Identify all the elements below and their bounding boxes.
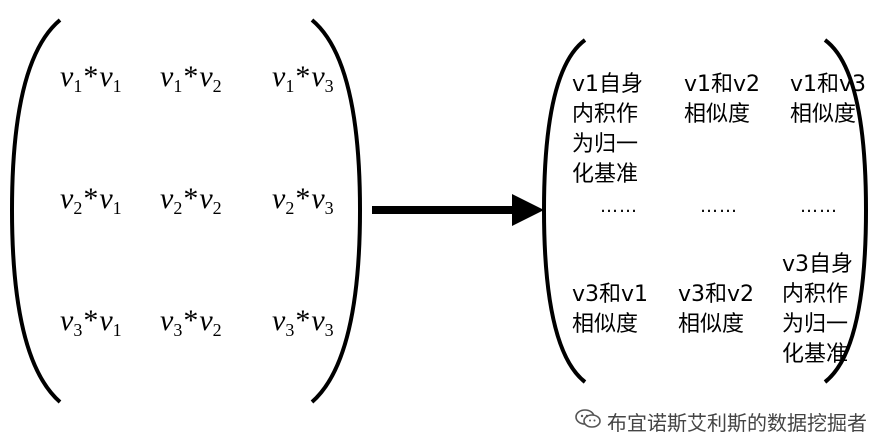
factor-b-index: 1 xyxy=(112,198,122,218)
right-cell-bottom-left: v3和v1 相似度 xyxy=(572,280,648,340)
factor-a-index: 1 xyxy=(173,76,183,96)
factor-a-index: 1 xyxy=(285,76,295,96)
factor-b: v xyxy=(99,304,113,337)
factor-b: v xyxy=(199,304,213,337)
factor-b: v xyxy=(199,182,213,215)
cell-line: 相似度 xyxy=(790,102,857,127)
operator: * xyxy=(83,304,99,337)
operator: * xyxy=(183,304,199,337)
factor-b: v xyxy=(99,60,113,93)
matrix-cell-3-3: v3*v3 xyxy=(272,304,334,340)
factor-b-index: 1 xyxy=(112,76,122,96)
factor-a-index: 3 xyxy=(285,320,295,340)
watermark: 布宜诺斯艾利斯的数据挖掘者 xyxy=(575,407,867,436)
wechat-icon xyxy=(575,408,601,435)
factor-b-index: 2 xyxy=(212,320,222,340)
factor-a-index: 3 xyxy=(73,320,83,340)
right-cell-top-mid: v1和v2 相似度 xyxy=(684,70,760,130)
matrix-cell-2-2: v2*v2 xyxy=(160,182,222,218)
cell-line: v3和v1 xyxy=(572,282,649,307)
factor-a: v xyxy=(160,182,174,215)
factor-b-index: 3 xyxy=(324,320,334,340)
factor-b-index: 1 xyxy=(112,320,122,340)
operator: * xyxy=(295,304,311,337)
matrix-cell-3-1: v3*v1 xyxy=(60,304,122,340)
cell-line: v1自身 xyxy=(572,72,644,97)
left-matrix-left-bracket xyxy=(9,18,62,404)
right-cell-bottom-mid: v3和v2 相似度 xyxy=(678,280,754,340)
factor-b-index: 3 xyxy=(324,198,334,218)
watermark-text: 布宜诺斯艾利斯的数据挖掘者 xyxy=(607,411,867,435)
operator: * xyxy=(183,60,199,93)
cell-line: v3自身 xyxy=(782,252,854,277)
operator: * xyxy=(295,60,311,93)
ellipsis-mid: …… xyxy=(700,196,738,217)
factor-b: v xyxy=(99,182,113,215)
factor-a: v xyxy=(272,60,286,93)
cell-line: 为归一 xyxy=(782,312,849,337)
ellipsis-right: …… xyxy=(800,196,838,217)
matrix-cell-3-2: v3*v2 xyxy=(160,304,222,340)
cell-line: 为归一 xyxy=(572,132,639,157)
matrix-cell-1-1: v1*v1 xyxy=(60,60,122,96)
operator: * xyxy=(183,182,199,215)
matrix-cell-1-3: v1*v3 xyxy=(272,60,334,96)
factor-a-index: 3 xyxy=(173,320,183,340)
factor-a: v xyxy=(60,304,74,337)
factor-b-index: 2 xyxy=(212,198,222,218)
factor-b: v xyxy=(311,304,325,337)
factor-b-index: 2 xyxy=(212,76,222,96)
factor-a: v xyxy=(160,60,174,93)
factor-a: v xyxy=(272,182,286,215)
factor-b: v xyxy=(199,60,213,93)
factor-a-index: 2 xyxy=(285,198,295,218)
cell-line: v1和v3 xyxy=(790,72,867,97)
cell-line: 相似度 xyxy=(684,102,751,127)
factor-a-index: 2 xyxy=(173,198,183,218)
ellipsis-left: …… xyxy=(600,196,638,217)
matrix-cell-1-2: v1*v2 xyxy=(160,60,222,96)
factor-b-index: 3 xyxy=(324,76,334,96)
matrix-cell-2-1: v2*v1 xyxy=(60,182,122,218)
cell-line: 相似度 xyxy=(678,312,745,337)
right-cell-bottom-right: v3自身内积作为归一化基准 xyxy=(782,250,853,370)
left-matrix-right-bracket xyxy=(310,18,363,404)
factor-b: v xyxy=(311,182,325,215)
operator: * xyxy=(83,60,99,93)
factor-a: v xyxy=(60,60,74,93)
factor-a-index: 2 xyxy=(73,198,83,218)
matrix-cell-2-3: v2*v3 xyxy=(272,182,334,218)
operator: * xyxy=(295,182,311,215)
cell-line: 内积作 xyxy=(782,282,849,307)
cell-line: 内积作 xyxy=(572,102,639,127)
cell-line: 化基准 xyxy=(572,162,639,187)
factor-a: v xyxy=(272,304,286,337)
factor-a: v xyxy=(60,182,74,215)
operator: * xyxy=(83,182,99,215)
cell-line: 化基准 xyxy=(782,342,849,367)
right-cell-top-right: v1和v3 相似度 xyxy=(790,70,866,130)
arrow-head xyxy=(512,194,544,226)
cell-line: 相似度 xyxy=(572,312,639,337)
right-matrix-right-bracket xyxy=(823,38,869,384)
right-cell-top-left: v1自身内积作为归一化基准 xyxy=(572,70,643,190)
cell-line: v3和v2 xyxy=(678,282,755,307)
cell-line: v1和v2 xyxy=(684,72,761,97)
factor-a-index: 1 xyxy=(73,76,83,96)
factor-b: v xyxy=(311,60,325,93)
factor-a: v xyxy=(160,304,174,337)
right-matrix-left-bracket xyxy=(541,38,587,384)
